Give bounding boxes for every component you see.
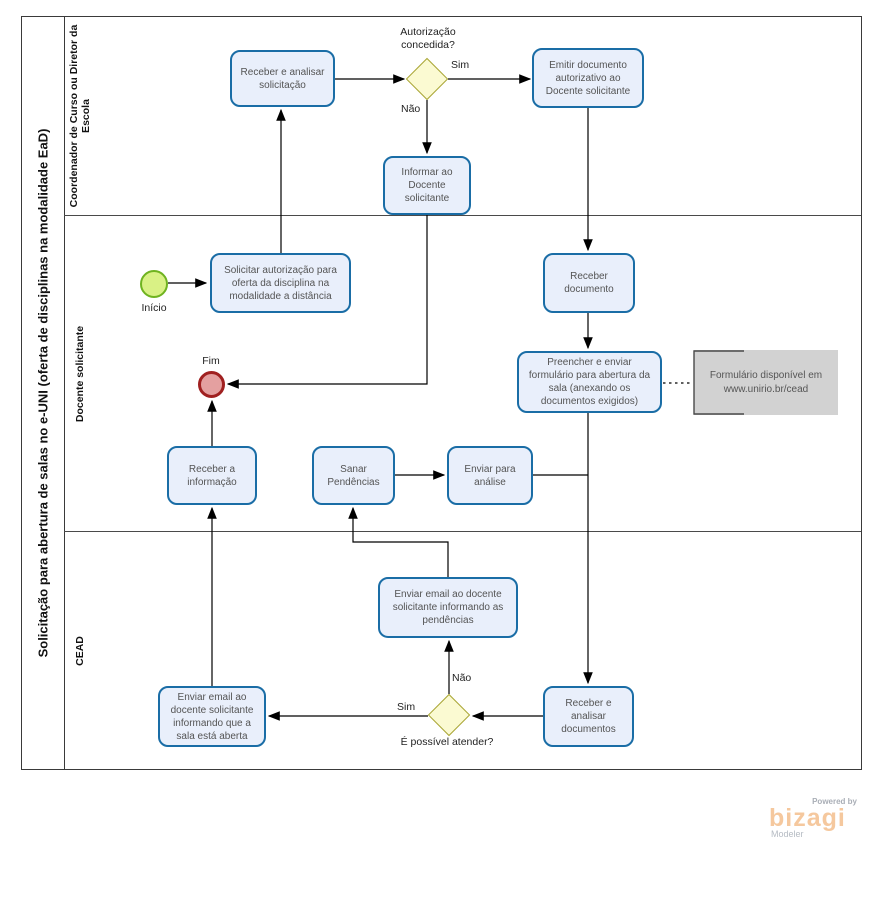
lane-divider-1 xyxy=(64,215,861,216)
gateway-atender-no-label: Não xyxy=(452,672,472,684)
lane-divider-2 xyxy=(64,531,861,532)
pool-title-divider xyxy=(64,16,65,769)
lane-label-coordenador: Coordenador de Curso ou Diretor da Escol… xyxy=(68,24,92,208)
gateway-autorizacao-no-label: Não xyxy=(401,103,421,115)
bizagi-logo: Powered by bizagi Modeler xyxy=(756,797,860,839)
end-event[interactable] xyxy=(198,371,225,398)
task-receber-informacao[interactable]: Receber a informação xyxy=(167,446,257,505)
start-event[interactable] xyxy=(140,270,168,298)
task-sanar-pendencias[interactable]: Sanar Pendências xyxy=(312,446,395,505)
pool-border xyxy=(21,16,862,770)
annotation-formulario: Formulário disponível em www.unirio.br/c… xyxy=(694,350,838,415)
task-solicitar-autorizacao[interactable]: Solicitar autorização para oferta da dis… xyxy=(210,253,351,313)
lane-label-docente: Docente solicitante xyxy=(74,325,86,423)
pool-title: Solicitação para abertura de salas no e-… xyxy=(35,128,50,658)
gateway-autorizacao-question: Autorização concedida? xyxy=(400,26,456,51)
task-enviar-para-analise[interactable]: Enviar para análise xyxy=(447,446,533,505)
task-informar-docente[interactable]: Informar ao Docente solicitante xyxy=(383,156,471,215)
task-emitir-documento[interactable]: Emitir documento autorizativo ao Docente… xyxy=(532,48,644,108)
gateway-atender-yes-label: Sim xyxy=(397,701,416,713)
task-enviar-email-sala-aberta[interactable]: Enviar email ao docente solicitante info… xyxy=(158,686,266,747)
task-preencher-enviar-formulario[interactable]: Preencher e enviar formulário para abert… xyxy=(517,351,662,413)
task-receber-documento[interactable]: Receber documento xyxy=(543,253,635,313)
task-receber-analisar-solicitacao[interactable]: Receber e analisar solicitação xyxy=(230,50,335,107)
powered-by-label: Powered by xyxy=(812,797,857,806)
start-event-label: Início xyxy=(141,302,167,314)
gateway-autorizacao-yes-label: Sim xyxy=(451,59,470,71)
task-receber-analisar-documentos[interactable]: Receber e analisar documentos xyxy=(543,686,634,747)
lane-label-cead: CEAD xyxy=(74,636,86,666)
bizagi-brand: bizagi xyxy=(769,804,846,832)
gateway-atender-question: É possível atender? xyxy=(400,736,494,748)
modeler-label: Modeler xyxy=(771,829,804,839)
end-event-label: Fim xyxy=(202,355,220,367)
task-enviar-email-pendencias[interactable]: Enviar email ao docente solicitante info… xyxy=(378,577,518,638)
